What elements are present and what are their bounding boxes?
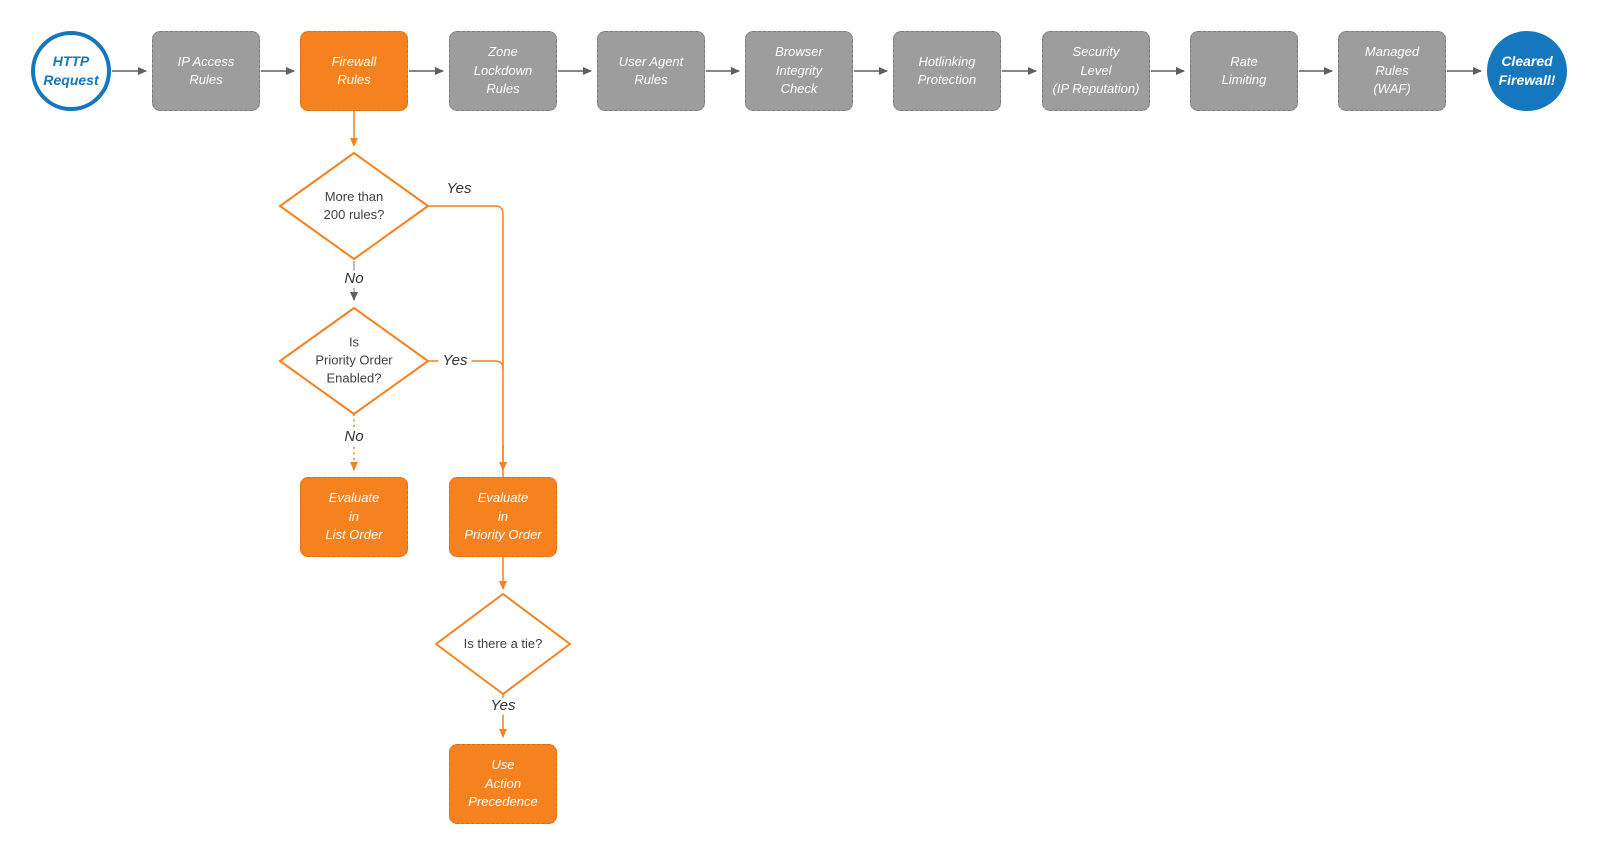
edge-label-yes-2: Yes: [438, 352, 472, 370]
node-browser-integrity-check: Browser Integrity Check: [745, 31, 853, 111]
node-label: Evaluate in List Order: [325, 490, 383, 543]
decision1-text: More than 200 rules?: [323, 188, 385, 222]
decision2-text: Is Priority Order Enabled?: [315, 334, 393, 387]
node-zone-lockdown-rules: Zone Lockdown Rules: [449, 31, 557, 111]
node-user-agent-rules: User Agent Rules: [597, 31, 705, 111]
node-evaluate-priority-order: Evaluate in Priority Order: [449, 477, 557, 557]
decision2-diamond: [279, 307, 429, 415]
decision1-diamond: [279, 152, 429, 260]
node-label: Hotlinking Protection: [917, 53, 977, 87]
node-rate-limiting: Rate Limiting: [1190, 31, 1298, 111]
node-security-level: Security Level (IP Reputation): [1042, 31, 1150, 111]
node-label: Use Action Precedence: [468, 757, 538, 810]
node-label: Browser Integrity Check: [775, 44, 823, 97]
node-label: HTTP Request: [43, 53, 99, 88]
wire-yes1-down-to-decision3: [428, 205, 507, 590]
decision3-text: Is there a tie?: [463, 635, 543, 651]
edge-label-yes-3: Yes: [486, 697, 520, 715]
node-label: Zone Lockdown Rules: [473, 44, 533, 97]
node-label: Security Level (IP Reputation): [1052, 44, 1140, 97]
node-ip-access-rules: IP Access Rules: [152, 31, 260, 111]
node-http-request: HTTP Request: [31, 31, 111, 111]
node-cleared-firewall: Cleared Firewall!: [1487, 31, 1567, 111]
node-label: Cleared Firewall!: [1498, 53, 1556, 88]
node-label: Rate Limiting: [1221, 53, 1267, 87]
node-use-action-precedence: Use Action Precedence: [449, 744, 557, 824]
edge-label-yes-1: Yes: [442, 180, 476, 198]
node-evaluate-list-order: Evaluate in List Order: [300, 477, 408, 557]
wire-yes2-join: [428, 360, 504, 370]
edge-label-no-2: No: [340, 428, 368, 446]
node-hotlinking-protection: Hotlinking Protection: [893, 31, 1001, 111]
node-label: Firewall Rules: [331, 53, 377, 87]
node-label: Evaluate in Priority Order: [464, 490, 542, 543]
node-managed-rules-waf: Managed Rules (WAF): [1338, 31, 1446, 111]
edge-label-no-1: No: [340, 270, 368, 288]
node-label: IP Access Rules: [177, 53, 235, 87]
node-label: Managed Rules (WAF): [1364, 44, 1420, 97]
node-label: User Agent Rules: [618, 53, 684, 87]
node-firewall-rules: Firewall Rules: [300, 31, 408, 111]
decision3-diamond: [435, 593, 571, 695]
